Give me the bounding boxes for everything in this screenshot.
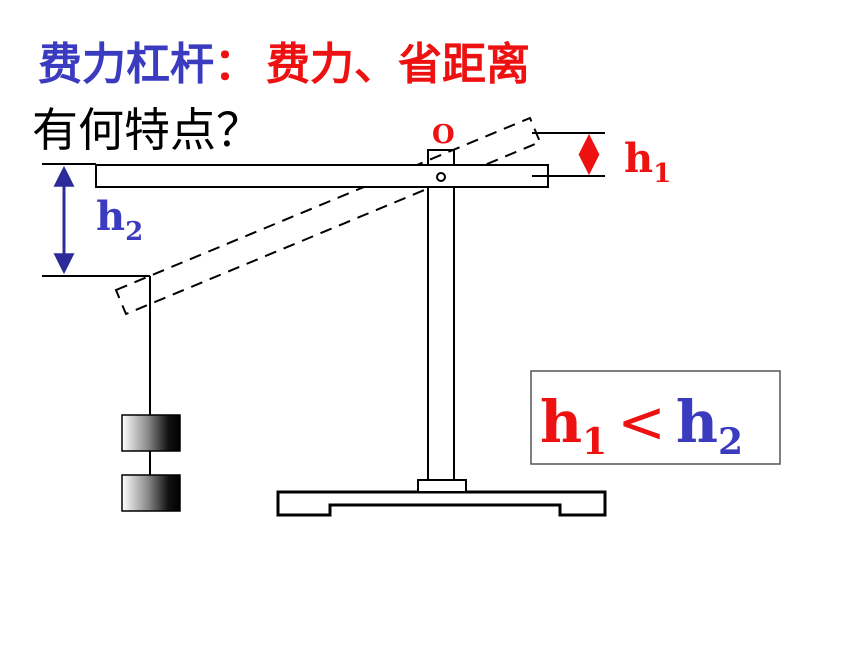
tilted-lever-dashed [114, 116, 542, 316]
title-colon: ： [214, 39, 258, 90]
slide-title: 费力杠杆：费力、省距离 [38, 28, 530, 92]
pivot-label: O [432, 120, 455, 150]
question-text: 有何特点？ [32, 103, 262, 157]
stand-post [427, 149, 455, 481]
stand-base [276, 490, 607, 517]
stand-foot-block [417, 479, 467, 493]
weight-bottom [121, 474, 181, 512]
h2-label: h2 [96, 193, 143, 247]
weight-top [121, 414, 181, 452]
pivot-point [436, 172, 446, 182]
title-lever-type: 费力杠杆 [38, 39, 214, 90]
comparison-formula: h1<h2 [540, 388, 743, 463]
comparison-box [530, 370, 781, 465]
horizontal-lever [95, 164, 549, 188]
h1-label: h1 [624, 135, 671, 189]
title-characteristic: 费力、省距离 [266, 39, 530, 90]
